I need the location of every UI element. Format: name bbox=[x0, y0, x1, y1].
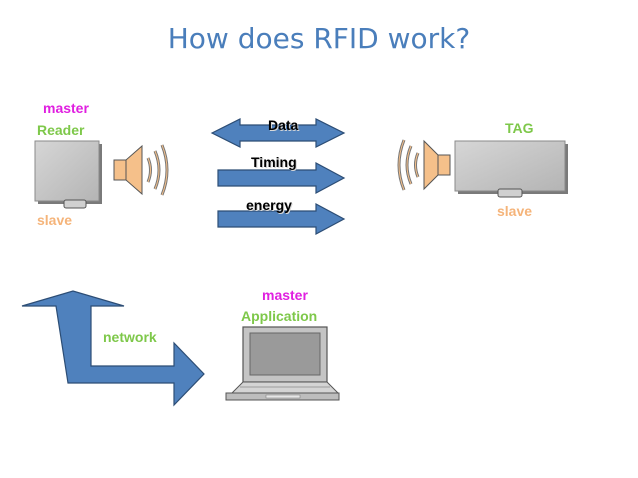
reader-role-master-label: master bbox=[43, 100, 89, 116]
energy-arrow bbox=[217, 202, 346, 236]
application-role-master-label: master bbox=[262, 287, 308, 303]
reader-name-label: Reader bbox=[37, 122, 85, 138]
timing-label: Timing bbox=[251, 154, 297, 170]
network-arrow bbox=[21, 290, 205, 407]
application-name-label: Application bbox=[241, 308, 318, 324]
timing-arrow bbox=[217, 161, 346, 195]
reader-speaker-icon bbox=[113, 144, 169, 196]
energy-label: energy bbox=[246, 197, 292, 213]
tag-name-label: TAG bbox=[505, 120, 534, 136]
network-label: network bbox=[103, 329, 157, 345]
tag-device bbox=[454, 140, 568, 198]
data-label: Data bbox=[268, 117, 299, 133]
page-title: How does RFID work? bbox=[167, 22, 471, 55]
data-arrow bbox=[210, 118, 346, 148]
reader-role-slave-label: slave bbox=[37, 212, 73, 228]
tag-speaker-icon bbox=[397, 139, 451, 191]
reader-device bbox=[34, 140, 102, 209]
laptop-icon bbox=[225, 326, 340, 401]
tag-role-slave-label: slave bbox=[497, 203, 533, 219]
